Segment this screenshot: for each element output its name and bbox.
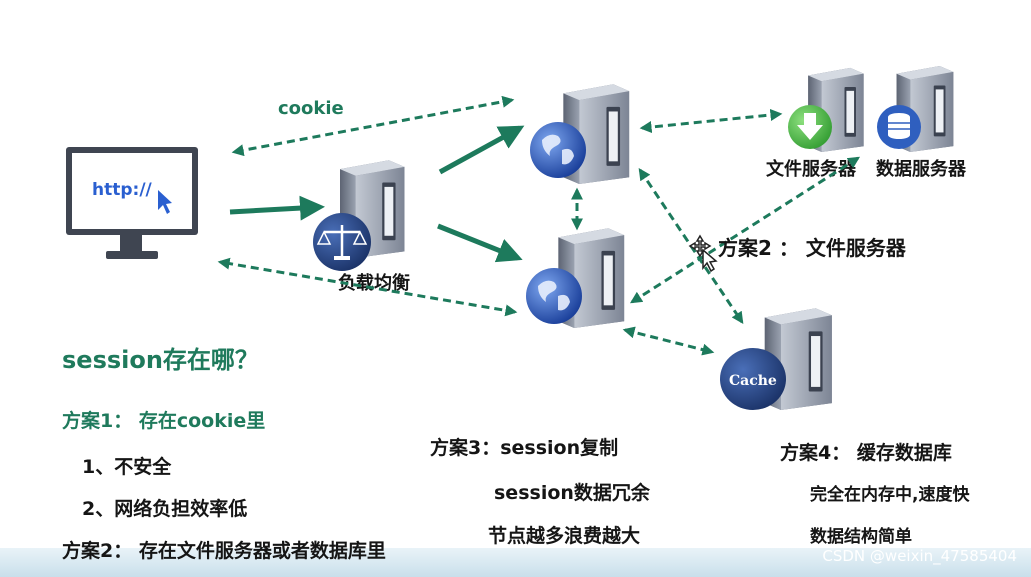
balance-scale-icon (313, 213, 371, 271)
plan4-title: 方案4： 缓存数据库 (780, 442, 952, 464)
globe-icon (530, 122, 586, 178)
move-cursor-icon (688, 234, 718, 273)
watermark: CSDN @weixin_47585404 (822, 547, 1017, 565)
dashed-bottom-to-cache (622, 326, 715, 356)
plan3-line-1: session数据冗余 (494, 482, 650, 504)
plan1-item-2: 2、网络负担效率低 (82, 498, 248, 520)
dashed-bottom-to-file-server (629, 156, 861, 304)
bottom-band (0, 548, 1031, 577)
dashed-to-file-server (639, 108, 783, 134)
question-heading: session存在哪？ (62, 346, 259, 374)
download-icon (788, 105, 832, 149)
browser-url-text: http:// (92, 180, 153, 200)
dashed-return-arrow (217, 257, 518, 317)
plan3-line-2: 节点越多浪费越大 (488, 525, 641, 547)
cache-icon (720, 348, 786, 410)
arrow-lb-to-server-top (438, 125, 525, 175)
plan1-item-1: 1、不安全 (82, 456, 172, 478)
browser-monitor-icon (66, 147, 198, 259)
load-balancer-label: 负载均衡 (338, 272, 410, 294)
plan4-line-2: 数据结构简单 (810, 527, 912, 547)
arrow-browser-to-lb (229, 195, 325, 221)
plan1-title: 方案1： 存在cookie里 (62, 410, 266, 432)
globe-icon (526, 268, 582, 324)
arrow-lb-to-server-bottom (437, 223, 523, 263)
database-server-label: 数据服务器 (876, 158, 967, 180)
dashed-cookie-arrow (231, 95, 515, 157)
cache-label: Cache (729, 373, 777, 389)
plan2-title: 方案2： 存在文件服务器或者数据库里 (62, 540, 386, 562)
plan4-line-1: 完全在内存中,速度快 (810, 485, 970, 505)
plan2-file-server-label: 方案2 ： 文件服务器 (718, 236, 906, 260)
database-icon (877, 105, 921, 149)
plan3-title: 方案3：session复制 (430, 437, 619, 459)
cookie-label: cookie (278, 98, 344, 119)
